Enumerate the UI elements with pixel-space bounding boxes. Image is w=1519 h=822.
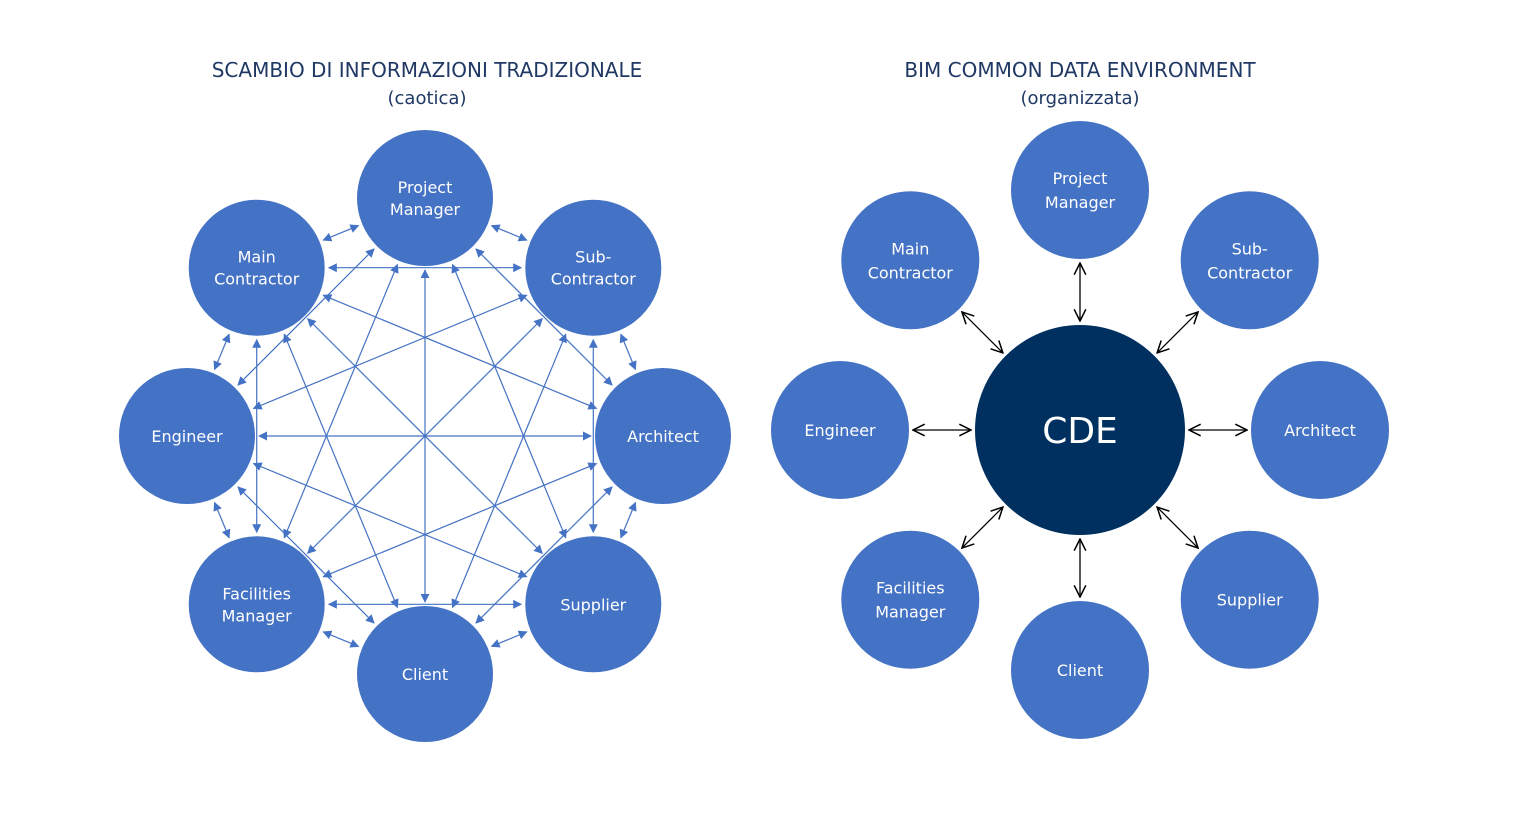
node-label: Manager	[390, 200, 461, 219]
edge-project-manager-sub-contractor	[490, 224, 528, 242]
node-circle	[1251, 361, 1389, 499]
cde-circle	[975, 325, 1185, 535]
node-circle	[1180, 530, 1319, 669]
edge-cde-main-contractor	[962, 312, 1003, 353]
left-node-architect: Architect	[595, 368, 731, 504]
node-label: Facilities	[222, 584, 291, 603]
node-label: Supplier	[1217, 591, 1283, 610]
edge-sub-contractor-architect	[619, 333, 637, 371]
edge-engineer-main-contractor	[213, 333, 231, 371]
node-circle	[357, 606, 493, 742]
edge-client-main-contractor	[283, 333, 399, 609]
cde-label: CDE	[1042, 411, 1118, 452]
right-node-sub-contractor: Sub- Contractor	[1180, 191, 1319, 330]
left-nodes: ProjectManagerSub-ContractorArchitectSup…	[119, 130, 731, 742]
node-circle	[841, 530, 980, 669]
node-label: Architect	[627, 427, 699, 446]
node-label: Sub-	[575, 248, 611, 267]
left-diagram-title: SCAMBIO DI INFORMAZIONI TRADIZIONALE	[211, 58, 643, 82]
node-circle	[1180, 191, 1319, 330]
left-node-supplier: Supplier	[525, 536, 662, 673]
node-circle	[771, 361, 909, 499]
edge-client-facilities-manager	[322, 630, 360, 648]
node-label: Manager	[1045, 193, 1116, 212]
right-node-architect: Architect	[1251, 361, 1389, 499]
cde-hub: CDE	[975, 325, 1185, 535]
left-edges	[213, 224, 637, 648]
node-circle	[525, 536, 662, 673]
node-label: Contractor	[214, 270, 300, 289]
edge-supplier-client	[490, 630, 528, 648]
right-edges	[913, 263, 1247, 597]
right-diagram-title: BIM COMMON DATA ENVIRONMENT	[904, 58, 1256, 82]
right-diagram-subtitle: (organizzata)	[1020, 88, 1140, 109]
node-circle	[525, 199, 662, 336]
left-node-engineer: Engineer	[119, 368, 255, 504]
left-diagram-subtitle: (caotica)	[387, 88, 467, 109]
left-node-sub-contractor: Sub- Contractor	[525, 199, 662, 336]
node-label: Contractor	[1207, 263, 1293, 282]
node-label: Client	[402, 665, 448, 684]
edge-facilities-manager-engineer	[213, 501, 231, 539]
node-label: Client	[1057, 661, 1103, 680]
node-circle	[841, 191, 980, 330]
right-node-supplier: Supplier	[1180, 530, 1319, 669]
node-circle	[1011, 601, 1149, 739]
node-circle	[188, 199, 325, 336]
node-label: Main	[238, 248, 276, 267]
node-label: Manager	[875, 603, 946, 622]
node-label: Contractor	[868, 263, 954, 282]
node-label: Contractor	[551, 270, 637, 289]
right-node-engineer: Engineer	[771, 361, 909, 499]
node-label: Sub-	[1232, 239, 1268, 258]
right-node-client: Client	[1011, 601, 1149, 739]
node-label: Architect	[1284, 421, 1356, 440]
node-label: Manager	[222, 606, 293, 625]
node-circle	[357, 130, 493, 266]
left-node-client: Client	[357, 606, 493, 742]
node-label: Engineer	[804, 421, 876, 440]
node-circle	[119, 368, 255, 504]
node-label: Main	[891, 239, 929, 258]
node-label: Project	[1053, 169, 1108, 188]
edge-cde-facilities-manager	[962, 507, 1003, 548]
node-circle	[188, 536, 325, 673]
edge-cde-supplier	[1157, 507, 1198, 548]
edge-architect-supplier	[619, 501, 637, 539]
node-circle	[595, 368, 731, 504]
node-label: Facilities	[876, 579, 945, 598]
edge-cde-sub-contractor	[1157, 312, 1198, 353]
right-nodes: CDEProjectManagerSub-ContractorArchitect…	[771, 121, 1389, 739]
edge-project-manager-main-contractor	[322, 224, 360, 242]
node-label: Project	[398, 178, 453, 197]
node-circle	[1011, 121, 1149, 259]
node-label: Supplier	[560, 595, 626, 614]
node-label: Engineer	[151, 427, 223, 446]
